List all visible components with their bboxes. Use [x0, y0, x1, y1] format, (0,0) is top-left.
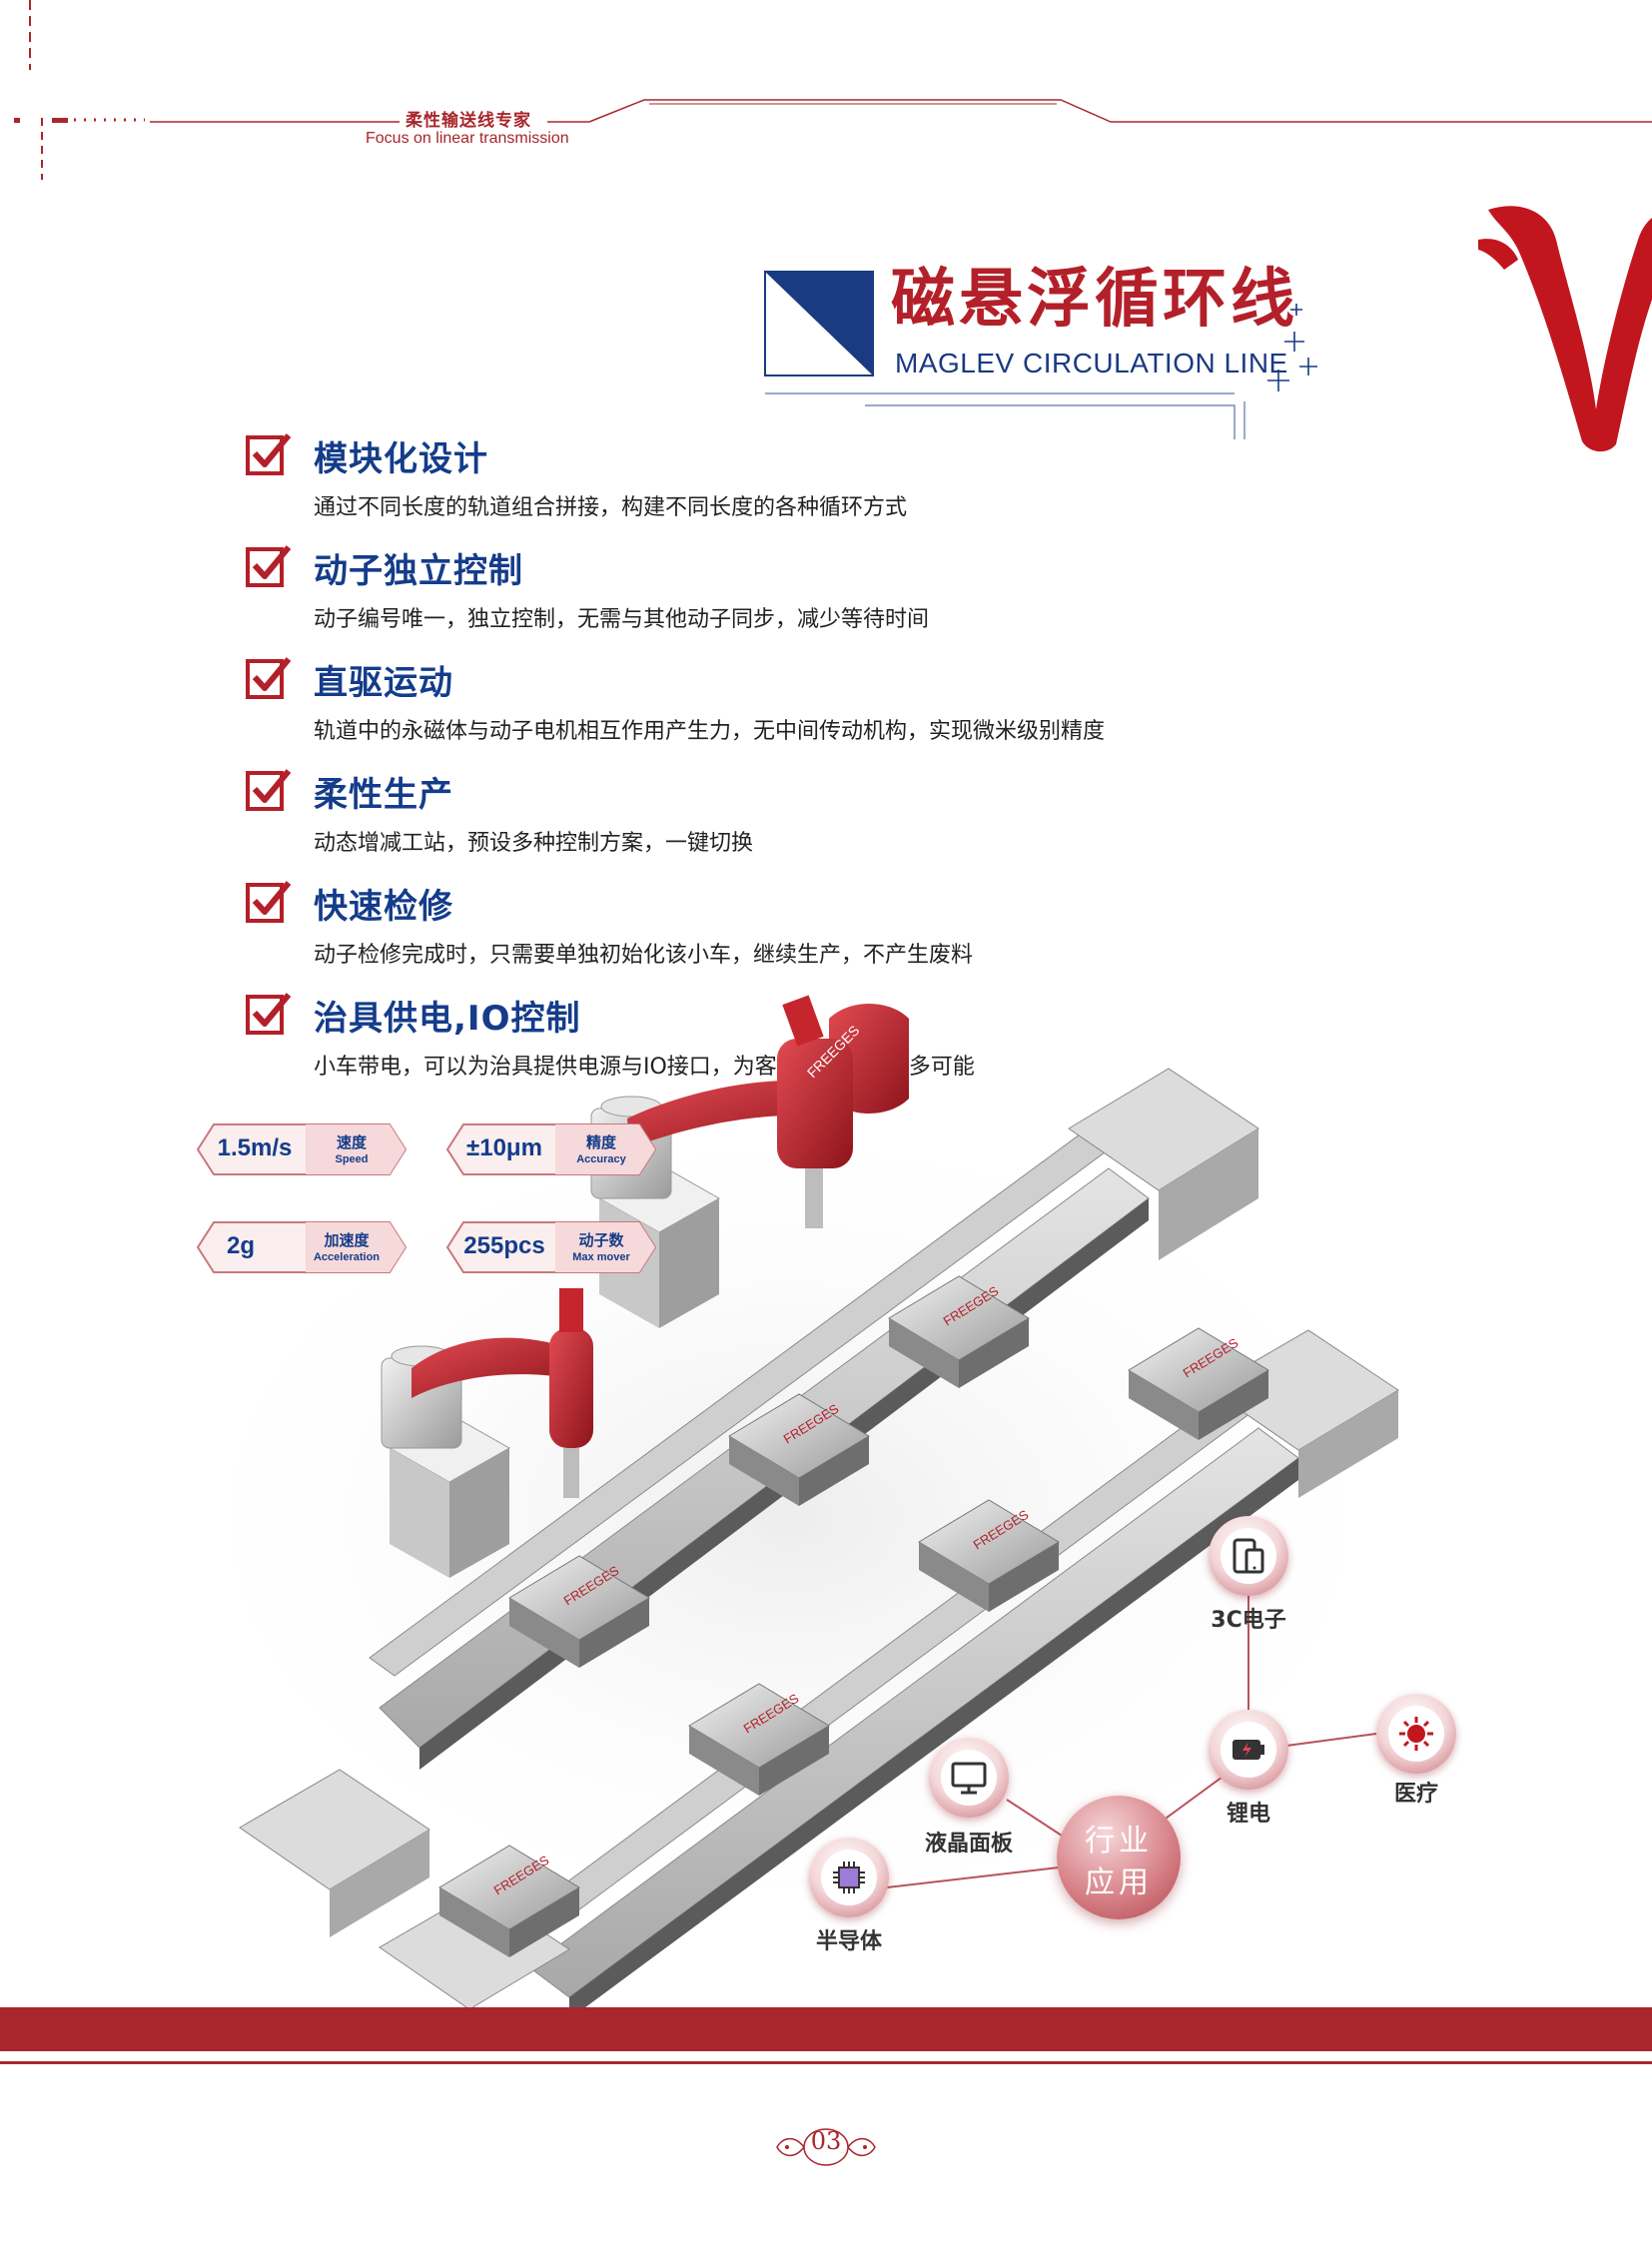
battery-icon: [1233, 1740, 1264, 1760]
page-title-cn: 磁悬浮循环线: [891, 263, 1298, 337]
spec-badge: ±10μm 精度 Accuracy: [445, 1122, 657, 1176]
title-frame: [764, 271, 1317, 439]
spec-label-en: Speed: [335, 1153, 369, 1165]
footer-rule: [0, 2061, 1652, 2064]
app-node-medical: [1376, 1694, 1456, 1774]
feature-description: 动子检修完成时，只需要单独初始化该小车，继续生产，不产生废料: [314, 943, 974, 968]
page-title-en: MAGLEV CIRCULATION LINE: [895, 348, 1288, 378]
medical-virus-icon: [1399, 1717, 1433, 1751]
app-node-battery: [1209, 1710, 1288, 1790]
feature-title: 直驱运动: [314, 663, 453, 703]
app-label-lcd: 液晶面板: [924, 1832, 1013, 1857]
app-label-medical: 医疗: [1393, 1782, 1438, 1807]
spec-label-cn: 精度: [585, 1133, 616, 1151]
spec-label-cn: 速度: [336, 1133, 367, 1151]
page-number-ornament: [776, 2128, 876, 2166]
brush-stroke-decoration: [1478, 206, 1652, 452]
app-node-lcd: [929, 1738, 1009, 1818]
feature-title: 快速检修: [314, 887, 453, 927]
spec-badge: 255pcs 动子数 Max mover: [445, 1220, 657, 1274]
spec-badge: 1.5m/s 速度 Speed: [196, 1122, 408, 1176]
feature-description: 动态增减工站，预设多种控制方案，一键切换: [314, 831, 754, 856]
header-decoration: [14, 0, 1652, 180]
app-node-semiconductor: [809, 1838, 889, 1917]
feature-title: 动子独立控制: [314, 551, 523, 591]
footer-band: [0, 2007, 1652, 2051]
feature-description: 通过不同长度的轨道组合拼接，构建不同长度的各种循环方式: [314, 495, 908, 520]
checkbox-icon: [246, 433, 292, 475]
app-label-semiconductor: 半导体: [815, 1929, 882, 1954]
spec-label-en: Max mover: [572, 1251, 630, 1263]
app-label-3c: 3C电子: [1211, 1608, 1286, 1633]
app-label-battery: 锂电: [1226, 1802, 1270, 1827]
app-node-3c: [1209, 1516, 1288, 1596]
spec-label-cn: 动子数: [578, 1231, 624, 1249]
checkbox-icon: [246, 545, 292, 587]
spec-label-en: Acceleration: [313, 1251, 381, 1263]
chip-icon: [833, 1862, 865, 1893]
feature-title: 治具供电,IO控制: [314, 999, 581, 1039]
checkbox-icon: [246, 993, 292, 1035]
spec-value: 2g: [226, 1232, 255, 1259]
header-tagline-cn: 柔性输送线专家: [406, 111, 531, 131]
feature-description: 动子编号唯一，独立控制，无需与其他动子同步，减少等待时间: [314, 607, 930, 632]
spec-value: ±10μm: [466, 1134, 542, 1161]
feature-title: 柔性生产: [314, 775, 453, 815]
spec-label-en: Accuracy: [576, 1153, 626, 1165]
checkbox-icon: [246, 657, 292, 699]
spec-value: 255pcs: [463, 1232, 545, 1259]
industry-application-hub: 行业 应用: [1057, 1796, 1181, 1919]
hub-label-line2: 应用: [1085, 1866, 1153, 1900]
hub-label-line1: 行业: [1085, 1824, 1153, 1859]
spec-badge: 2g 加速度 Acceleration: [196, 1220, 408, 1274]
page-number: 03: [810, 2127, 842, 2155]
spec-value: 1.5m/s: [217, 1134, 293, 1161]
feature-title: 模块化设计: [314, 439, 488, 479]
spec-label-cn: 加速度: [324, 1231, 370, 1249]
maglev-line-illustration: FREEGES FREEGES FREEGES FREEGES FREEGES …: [150, 995, 1428, 2017]
monitor-icon: [951, 1762, 987, 1795]
feature-description: 轨道中的永磁体与动子电机相互作用产生力，无中间传动机构，实现微米级别精度: [314, 719, 1106, 744]
checkbox-icon: [246, 881, 292, 923]
phone-tablet-icon: [1233, 1538, 1264, 1574]
checkbox-icon: [246, 769, 292, 811]
header-tagline-en: Focus on linear transmission: [366, 130, 569, 147]
